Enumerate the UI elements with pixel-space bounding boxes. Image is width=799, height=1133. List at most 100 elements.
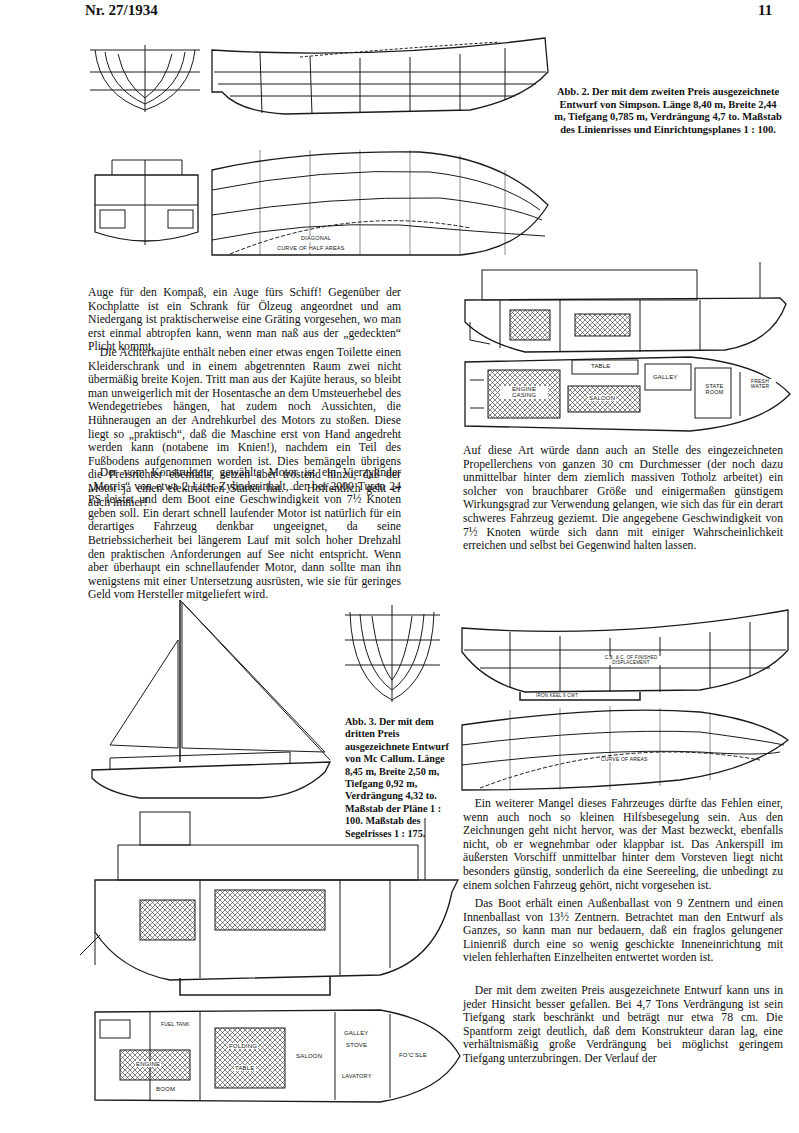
body-paragraph: Der vom Konstrukteur gewählte Motor ist …	[88, 466, 401, 602]
deck-profile-line	[482, 270, 697, 300]
body-plan-line	[118, 54, 172, 98]
accommodation-plan-line	[645, 364, 691, 390]
body-plan-line	[95, 50, 195, 110]
body-paragraph: Auge für den Kompaß, ein Auge fürs Schif…	[88, 286, 401, 354]
inboard-profile-line	[140, 812, 190, 845]
body-plan-line	[360, 614, 424, 690]
deck-profile-line	[470, 262, 760, 344]
half-breadth-plan-line	[212, 225, 545, 240]
interior-plan-line	[95, 1010, 460, 1102]
body-plan	[90, 45, 200, 112]
midship-section-line	[95, 160, 198, 245]
interior-plan-line	[100, 1020, 130, 1038]
drawing-label: FOLDING	[228, 1043, 258, 1049]
sail-plan-line	[92, 762, 330, 798]
lines-half-breadth-line	[480, 752, 760, 788]
inboard-profile-line	[200, 880, 390, 978]
half-breadth-plan-line	[260, 150, 505, 255]
accommodation-plan-line	[572, 360, 638, 374]
lines-profile-line	[510, 622, 750, 692]
drawing-label: STATE ROOM	[700, 384, 729, 396]
body-plan-line	[350, 612, 434, 700]
interior-plan	[95, 1010, 460, 1102]
lines-half-breadth-line	[462, 710, 788, 790]
midship-section	[95, 160, 198, 245]
accommodation-plan-line	[465, 357, 790, 431]
drawing-label: BOOM	[155, 1086, 176, 1092]
half-breadth-plan-line	[230, 221, 470, 254]
accommodation-plan-line	[695, 368, 731, 418]
inboard-profile-line	[95, 880, 458, 980]
interior-plan-line	[120, 1050, 190, 1080]
inboard-profile-line	[180, 976, 330, 995]
deck-profile-line	[500, 300, 700, 352]
body-plan-line	[345, 605, 440, 702]
lines-profile-line	[464, 650, 786, 668]
sail-plan-line	[110, 640, 178, 748]
body-plan-line	[105, 52, 185, 104]
drawing-label: GALLEY	[652, 374, 679, 380]
body-plan-line	[372, 616, 412, 680]
body-paragraph: Ein weiterer Mangel dieses Fahrzeuges dü…	[463, 797, 783, 892]
interior-plan-line	[215, 1028, 285, 1088]
sheer-profile-line	[260, 48, 505, 114]
deck-profile	[465, 262, 786, 352]
drawing-label: FUEL TANK	[160, 1022, 191, 1027]
drawing-label: CURVE OF AREAS	[600, 757, 649, 762]
drawing-label: FO'C'SLE	[398, 1052, 428, 1058]
lines-half-breadth	[462, 706, 788, 790]
sheer-profile	[212, 38, 548, 114]
sail-plan-line	[110, 752, 290, 770]
caption-text: 11	[758, 4, 772, 18]
caption-text: Abb. 3. Der mit dem dritten Preis ausgez…	[345, 716, 455, 840]
accommodation-plan-line	[488, 370, 560, 418]
interior-plan-line	[150, 1012, 390, 1100]
drawing-label: IRON KEEL 9 CWT	[535, 694, 579, 699]
drawing-label: SALOON	[588, 395, 616, 401]
body-paragraph: Auf diese Art würde dann auch an Stelle …	[463, 444, 783, 553]
sheer-profile-line	[300, 42, 500, 57]
drawing-label: ENGINE	[135, 1061, 161, 1067]
accommodation-plan-line	[568, 386, 640, 412]
drawing-label: SALOON	[295, 1053, 323, 1059]
drawing-label: DIAGONAL	[300, 236, 332, 242]
half-breadth-plan-line	[212, 198, 542, 220]
drawing-label: STOVE	[345, 1042, 368, 1048]
sheer-profile-line	[214, 72, 546, 96]
midship-section-line	[168, 210, 193, 228]
sail-plan-line	[179, 600, 181, 762]
drawing-label: CURVE OF HALF AREAS	[276, 246, 346, 252]
body-paragraph: Das Boot erhält einen Außenballast von 9…	[463, 897, 783, 965]
drawing-label: FRESH WATER	[744, 379, 776, 390]
midship-section-line	[100, 210, 125, 228]
lines-half-breadth-line	[510, 706, 710, 790]
accommodation-plan-line	[470, 372, 740, 416]
half-breadth-plan	[212, 150, 548, 255]
lines-profile-line	[520, 692, 640, 700]
lines-profile	[462, 610, 788, 700]
deck-profile-line	[575, 314, 630, 336]
drawing-label: TABLE	[590, 363, 612, 369]
lines-profile-line	[462, 610, 788, 692]
sail-plan-line	[180, 600, 330, 760]
lines-half-breadth-line	[462, 731, 784, 745]
accommodation-plan	[465, 357, 790, 431]
inboard-profile-line	[118, 845, 418, 880]
drawing-label: LAVATORY	[341, 1074, 373, 1080]
inboard-profile-line	[80, 818, 425, 965]
caption-text: Nr. 27/1934	[85, 4, 158, 18]
midship-section-line	[95, 175, 198, 241]
body-plan	[345, 605, 440, 702]
half-breadth-plan-line	[212, 171, 540, 210]
caption-text: Abb. 2. Der mit dem zweiten Preis ausgez…	[553, 86, 783, 136]
body-paragraph: Der mit dem zweiten Preis ausgezeichnete…	[463, 984, 783, 1066]
drawing-label: TABLE	[234, 1065, 256, 1071]
half-breadth-plan-line	[212, 152, 548, 255]
inboard-profile-line	[140, 900, 195, 940]
drawing-label: C.B. & C. OF FINISHED DISPLACEMENT	[590, 656, 672, 665]
body-plan-line	[90, 45, 200, 112]
drawing-label: ENGINE CASING	[500, 386, 548, 399]
sheer-profile-line	[212, 38, 548, 114]
drawing-label: GALLEY	[343, 1030, 370, 1036]
deck-profile-line	[465, 298, 786, 352]
